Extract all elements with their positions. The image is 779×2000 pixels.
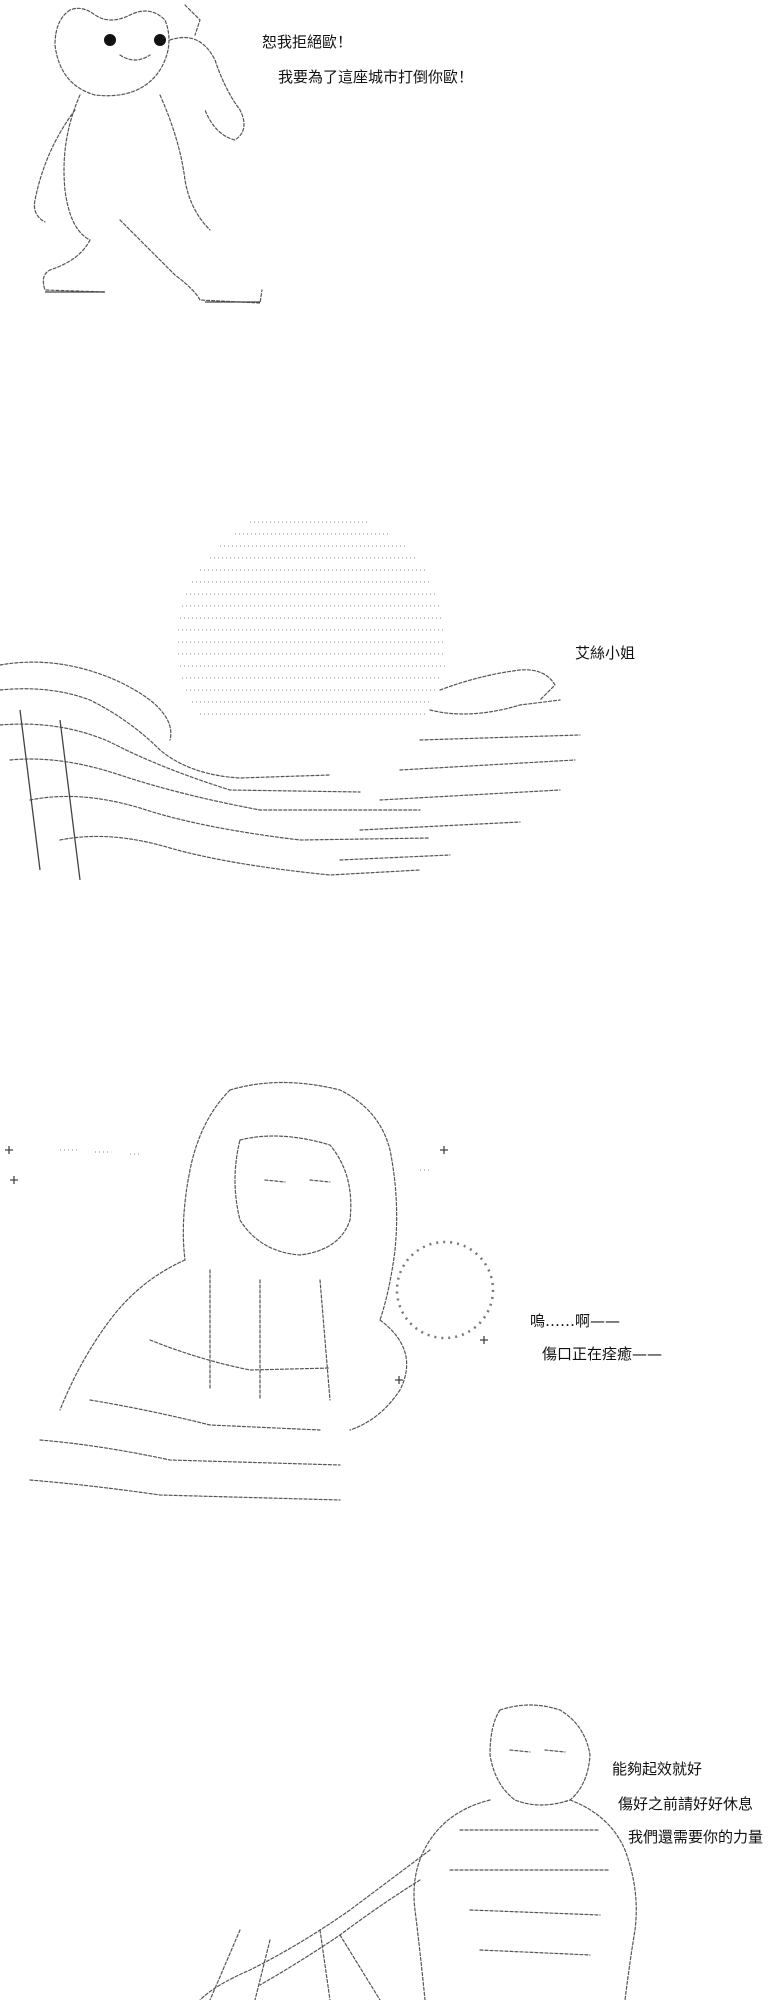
dialogue-line-2: 我要為了這座城市打倒你歐！ [278, 68, 474, 86]
dialogue-line-2: 傷好之前請好好休息 [618, 1795, 754, 1813]
panel-4: 能夠起效就好 傷好之前請好好休息 我們還需要你的力量 [0, 1700, 779, 2000]
ascii-art-speaking-figure [199, 1704, 637, 2000]
ascii-art-sun-and-wave [0, 521, 581, 881]
panel-2: 艾絲小姐 [0, 510, 779, 910]
dialogue-line-1: 嗚……啊—— [530, 1312, 621, 1330]
dialogue-line-1: 恕我拒絕歐！ [262, 33, 353, 51]
ascii-art-healing-figure [5, 1081, 495, 1501]
ascii-art-figure-shouting [33, 4, 263, 304]
panel-3: 嗚……啊—— 傷口正在痊癒—— [0, 1080, 779, 1520]
dialogue-line-1: 艾絲小姐 [575, 644, 636, 662]
dialogue-line-1: 能夠起效就好 [612, 1760, 703, 1778]
panel-1: 恕我拒絕歐！ 我要為了這座城市打倒你歐！ [0, 0, 779, 330]
dialogue-line-3: 我們還需要你的力量 [628, 1828, 764, 1846]
dialogue-line-2: 傷口正在痊癒—— [542, 1345, 663, 1363]
